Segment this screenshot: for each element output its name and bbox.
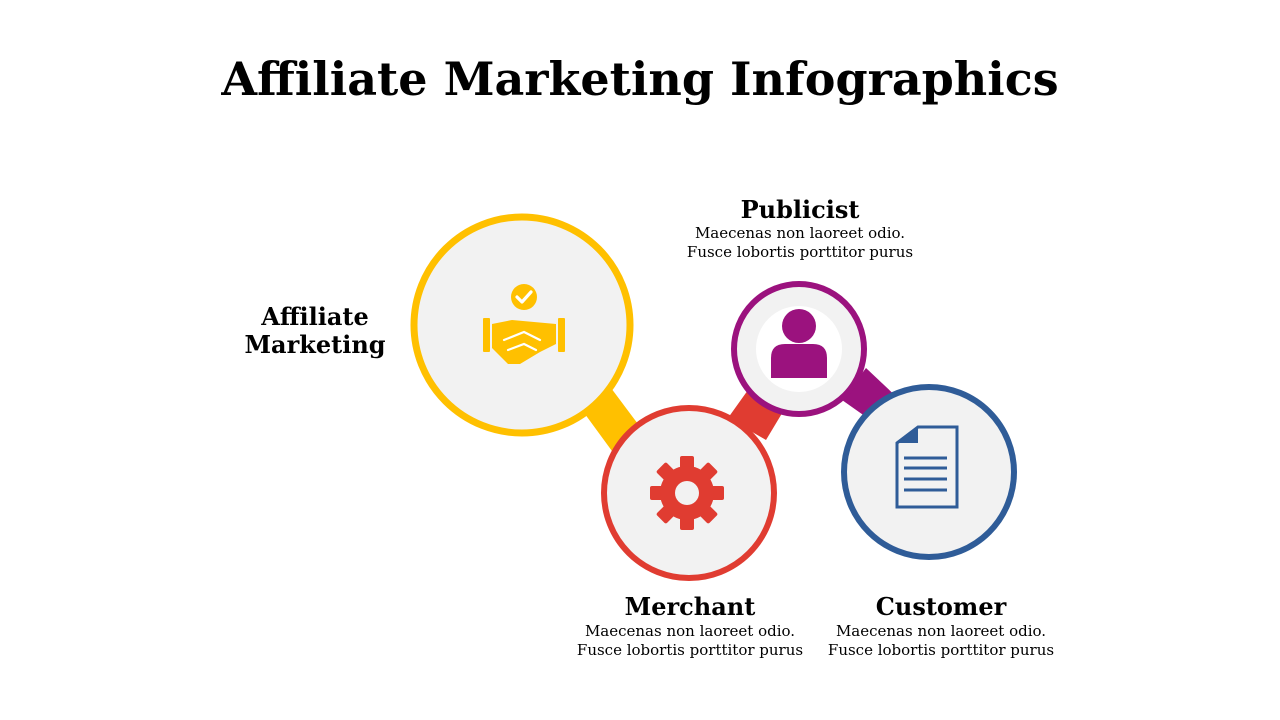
merchant-node (601, 405, 777, 581)
publicist-node (731, 281, 867, 417)
customer-desc-line2: Fusce lobortis porttitor purus (827, 641, 1055, 659)
affiliate-label-line1: Affiliate (261, 302, 369, 331)
merchant-desc-line2: Fusce lobortis porttitor purus (576, 641, 804, 659)
affiliate-node (410, 213, 634, 437)
publicist-description: Maecenas non laoreet odio. Fusce loborti… (650, 224, 950, 262)
user-icon (771, 309, 827, 378)
publicist-desc-line1: Maecenas non laoreet odio. (694, 224, 906, 242)
merchant-description: Maecenas non laoreet odio. Fusce loborti… (540, 622, 840, 660)
affiliate-label: Affiliate Marketing (235, 303, 395, 359)
customer-desc-line1: Maecenas non laoreet odio. (835, 622, 1047, 640)
page-title: Affiliate Marketing Infographics (221, 52, 1059, 106)
document-icon (895, 425, 959, 509)
publicist-desc-line2: Fusce lobortis porttitor purus (686, 243, 914, 261)
publicist-label: Publicist (740, 195, 860, 224)
customer-label: Customer (875, 592, 1007, 621)
merchant-label: Merchant (624, 592, 756, 621)
customer-node (841, 384, 1017, 560)
gear-icon (650, 456, 724, 530)
affiliate-label-line2: Marketing (244, 330, 386, 359)
customer-description: Maecenas non laoreet odio. Fusce loborti… (791, 622, 1091, 660)
handshake-check-icon (483, 284, 565, 364)
merchant-desc-line1: Maecenas non laoreet odio. (584, 622, 796, 640)
